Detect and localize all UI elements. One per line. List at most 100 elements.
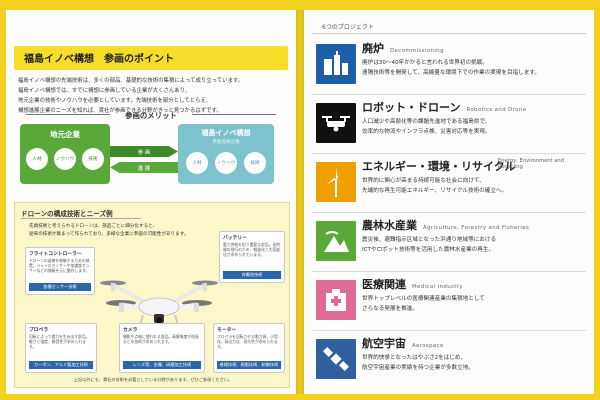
callout-camera: カメラ 撮影や点検に使われる部品。高解像度や防振などの技術が求められます。 レン…: [119, 323, 205, 373]
project-title-en: Agriculture, Forestry and Fisheries: [423, 225, 530, 231]
drone-intro-line: 従来の技術が集まって作られており、多様な企業に参画の可能性があります。: [29, 231, 189, 237]
advance-arrow: 進 展: [110, 162, 178, 173]
callout-battery: バッテリー 電力供給を担う重要な部品。長時間の飛行のため、軽量化と大容量化が求め…: [219, 231, 285, 283]
project-desc-line: 遠隔技術等を開発して、高線量な環境下での作業の実現を目指します。: [362, 70, 540, 76]
project-desc: 人口減少や高齢化等の課題先進地である福島県で、 効率的な物流やインフラ点検、災害…: [362, 117, 584, 137]
callout-tag: 充電池技術: [223, 271, 281, 279]
project-title: 医療関連 Medical Industry: [362, 276, 463, 292]
project-title-en: Energy, Environment and Recycling: [498, 158, 564, 171]
wind-energy-icon: [316, 162, 356, 202]
callout-tag: レンズ等、金属、研磨加工技術: [123, 361, 201, 369]
project-title-en: Aerospace: [412, 343, 444, 349]
divider: [192, 114, 276, 115]
project-title-en: Robotics and Drone: [466, 107, 527, 113]
callout-body: プロペラを回転させる動力源。小型化、高出力化、耐久性が求められます。: [217, 334, 278, 350]
drone-section-title: ドローンの構成技術とニーズ例: [21, 210, 113, 218]
aerospace-icon: [316, 339, 356, 379]
callout-tag: カーボン、アルミ製加工技術: [29, 361, 93, 369]
page-title: 福島イノベ構想 参画のポイント: [14, 46, 288, 70]
resource-circle: 技術: [82, 148, 104, 170]
callout-motor: モーター プロペラを回転させる動力源。小型化、高出力化、耐久性が求められます。 …: [213, 323, 285, 373]
project-title-ja: 廃炉: [362, 42, 384, 55]
callout-title: バッテリー: [223, 236, 247, 241]
project-desc: 廃炉は30〜40年かかると言われる世界初の挑戦。 遠隔技術等を開発して、高線量な…: [362, 58, 584, 78]
callout-body: 電力供給を担う重要な部品。長時間の飛行のため、軽量化と大容量化が求められています…: [223, 242, 280, 258]
left-page: 福島イノベ構想 参画のポイント 福島イノベ構想の先端技術は、多くの部品、基礎的な…: [6, 10, 296, 394]
project-desc: 世界トップレベルの医療関連産業の集積地として さらなる発展を推進。: [362, 294, 584, 314]
fukushima-concept-box: 福島イノベ構想 参画進展企業 人材 ノウハウ 技術: [178, 124, 274, 184]
project-desc: 世界的快挙となったはやぶさ2をはじめ、 航空宇宙産業の実績を持つ企業が多数立地。: [362, 353, 584, 373]
project-desc-line: 廃炉は30〜40年かかると言われる世界初の挑戦。: [362, 60, 488, 66]
project-energy: エネルギー・環境・リサイクル Energy, Environment and R…: [312, 156, 586, 213]
callout-body: 回転によって揚力を生み出す部品。軽さと強度、静音性が求められます。: [29, 334, 90, 350]
resource-circle: ノウハウ: [54, 148, 76, 170]
project-desc-line: 震災後、避難指示区域となった浜通り地域等における: [362, 237, 497, 243]
fukushima-concept-label: 福島イノベ構想: [201, 129, 251, 137]
intro-line: 福島イノベ構想では、すでに構想に参画している企業が大くさんあり、: [18, 88, 191, 94]
callout-tag: 巻線技術、樹脂技術、制御技術: [217, 361, 281, 369]
callout-title: モーター: [217, 328, 237, 333]
project-desc: 世界的に関心が高まる持続可能な社会に向けて、 先端的な再生可能エネルギー、リサイ…: [362, 176, 584, 196]
callout-propeller: プロペラ 回転によって揚力を生み出す部品。軽さと強度、静音性が求められます。 カ…: [25, 323, 97, 373]
resource-circle: 人材: [26, 148, 48, 170]
resource-circle: ノウハウ: [215, 152, 237, 174]
project-desc-line: 世界的に関心が高まる持続可能な社会に向けて、: [362, 178, 485, 184]
project-title-ja: 農林水産業: [362, 219, 417, 232]
project-title: エネルギー・環境・リサイクル: [362, 160, 516, 173]
projects-header: 6つのプロジェクト: [312, 20, 586, 34]
project-aerospace: 航空宇宙 Aerospace 世界的快挙となったはやぶさ2をはじめ、 航空宇宙産業…: [312, 333, 586, 390]
resource-circle: 人材: [186, 152, 208, 174]
project-title-ja: ロボット・ドローン: [362, 101, 461, 114]
page-gutter: [296, 10, 304, 394]
project-desc-line: 航空宇宙産業の実績を持つ企業が多数立地。: [362, 365, 474, 371]
project-desc-line: さらなる発展を推進。: [362, 306, 418, 312]
divider: [21, 218, 141, 219]
project-desc-line: 世界トップレベルの医療関連産業の集積地として: [362, 296, 485, 302]
project-title-ja: 航空宇宙: [362, 337, 406, 350]
intro-line: 福島イノベ構想の先端技術は、多くの部品、基礎的な技術の集積によって成り立っていま…: [18, 78, 244, 84]
callout-title: フライトコントローラー: [29, 252, 82, 257]
local-company-label: 地元企業: [50, 130, 80, 139]
project-agriculture: 農林水産業 Agriculture, Forestry and Fisheries…: [312, 215, 586, 272]
project-title: ロボット・ドローン Robotics and Drone: [362, 99, 526, 115]
project-title-en: Decommissioning: [390, 48, 444, 54]
intro-text: 福島イノベ構想の先端技術は、多くの部品、基礎的な技術の集積によって成り立っていま…: [18, 76, 288, 116]
drone-section: ドローンの構成技術とニーズ例 先端技術と考えられるドローンは、部品ごとに細分化す…: [14, 202, 290, 388]
fukushima-concept-sub: 参画進展企業: [212, 140, 240, 145]
project-desc: 震災後、避難指示区域となった浜通り地域等における ICTやロボット技術等を活用し…: [362, 235, 584, 255]
intro-line: 構想進展企業のニーズを知れば、貴社が参画できる分野がきっと見つかるはずです。: [18, 108, 222, 114]
agriculture-icon: [316, 221, 356, 261]
project-title: 廃炉 Decommissioning: [362, 40, 444, 56]
robot-drone-icon: [316, 103, 356, 143]
project-title: 航空宇宙 Aerospace: [362, 335, 444, 351]
right-page: 6つのプロジェクト 廃炉 Decommissioning 廃炉は30〜40年かかる…: [304, 10, 594, 394]
project-medical: 医療関連 Medical Industry 世界トップレベルの医療関連産業の集積地…: [312, 274, 586, 331]
project-robotics-drone: ロボット・ドローン Robotics and Drone 人口減少や高齢化等の課題…: [312, 97, 586, 154]
project-desc-line: 人口減少や高齢化等の課題先進地である福島県で、: [362, 119, 491, 125]
project-title-en: Medical Industry: [412, 284, 463, 290]
resource-circle: 技術: [244, 152, 266, 174]
project-title-ja: 医療関連: [362, 278, 406, 291]
callout-body: 撮影や点検に使われる部品。高解像度や防振などの技術が求められます。: [123, 334, 199, 345]
callout-tag: 各種センサー技術: [29, 283, 91, 291]
merit-title: 参画のメリット: [125, 111, 177, 120]
project-desc-line: 先端的な再生可能エネルギー、リサイクル技術の確立へ。: [362, 188, 508, 194]
drone-footnote: 上記以外にも、貴社の技術を必要としている分野があります。ぜひご参画ください。: [73, 377, 233, 382]
participate-arrow: 参 画: [110, 146, 178, 157]
project-desc-line: 効率的な物流やインフラ点検、災害対応等を実現。: [362, 129, 491, 135]
callout-body: ドローンの姿勢を制御するための装置。ジャイロセンサーや加速度センサーなどの情報を…: [29, 258, 90, 274]
local-company-box: 地元企業 人材 ノウハウ 技術: [20, 124, 110, 184]
intro-line: 地元企業の技術やノウハウを必要としています。先端技術を部分としてとらえ、: [18, 98, 212, 104]
callout-title: プロペラ: [29, 328, 49, 333]
callout-flight-controller: フライトコントローラー ドローンの姿勢を制御するための装置。ジャイロセンサーや加…: [25, 247, 95, 295]
project-decommissioning: 廃炉 Decommissioning 廃炉は30〜40年かかると言われる世界初の挑…: [312, 38, 586, 95]
callout-title: カメラ: [123, 328, 138, 333]
divider: [26, 114, 110, 115]
decommissioning-icon: [316, 44, 356, 84]
drone-intro-line: 先端技術と考えられるドローンは、部品ごとに細分化すると、: [29, 224, 158, 229]
hospital-icon: [316, 280, 356, 320]
project-desc-line: ICTやロボット技術等を活用した農林水産業の再生。: [362, 247, 495, 253]
project-title: 農林水産業 Agriculture, Forestry and Fisheries: [362, 217, 529, 233]
project-desc-line: 世界的快挙となったはやぶさ2をはじめ、: [362, 355, 467, 361]
